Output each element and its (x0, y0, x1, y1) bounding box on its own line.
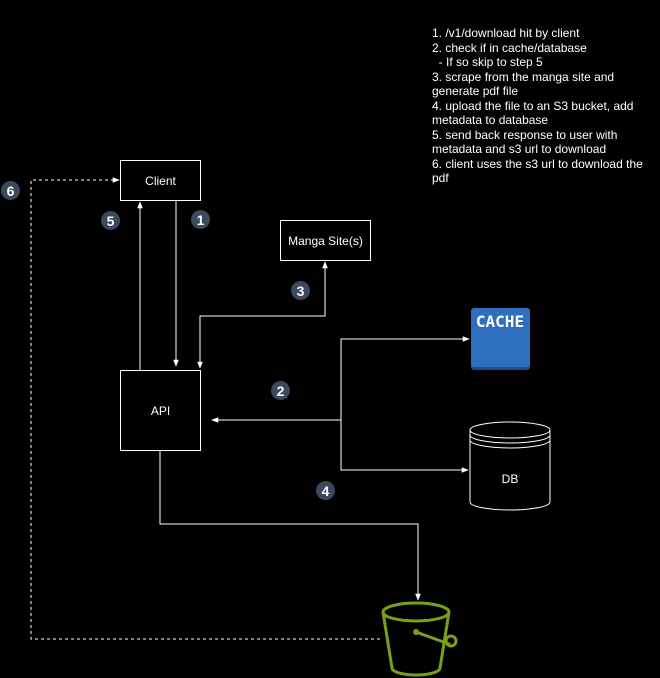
edge-bucket-to-client (30, 177, 380, 640)
step-badge-5: 5 (101, 211, 120, 230)
step-item-2-note: - If so skip to step 5 (432, 55, 543, 69)
s3-bucket-icon (381, 601, 458, 677)
step-item-6: 6. client uses the s3 url to download th… (432, 156, 647, 186)
step-badge-4: 4 (316, 481, 335, 500)
api-node: API (120, 370, 201, 451)
db-label: DB (501, 472, 519, 486)
step-badge-6: 6 (1, 181, 20, 200)
step-badge-3: 3 (291, 281, 310, 300)
step-badge-2: 2 (271, 381, 290, 400)
step-item-1: 1. /v1/download hit by client (432, 26, 580, 40)
manga-site-node: Manga Site(s) (280, 220, 371, 261)
steps-list: 1. /v1/download hit by client 2. check i… (432, 26, 654, 186)
step-item-4: 4. upload the file to an S3 bucket, add … (432, 98, 637, 128)
step-badge-1: 1 (191, 210, 210, 229)
edge-to-cache (340, 336, 470, 420)
edge-api-to-bucket (159, 450, 421, 601)
client-node: Client (120, 160, 201, 201)
step-item-2: 2. check if in cache/database (432, 40, 587, 55)
step-item-5: 5. send back response to user with metad… (432, 127, 621, 157)
cache-icon (471, 308, 530, 370)
edge-to-db (340, 420, 469, 473)
cache-label: CACHE (475, 312, 525, 331)
db-icon (469, 421, 551, 511)
step-item-3: 3. scrape from the manga site and genera… (432, 69, 618, 99)
edge-api-manga (197, 261, 328, 369)
